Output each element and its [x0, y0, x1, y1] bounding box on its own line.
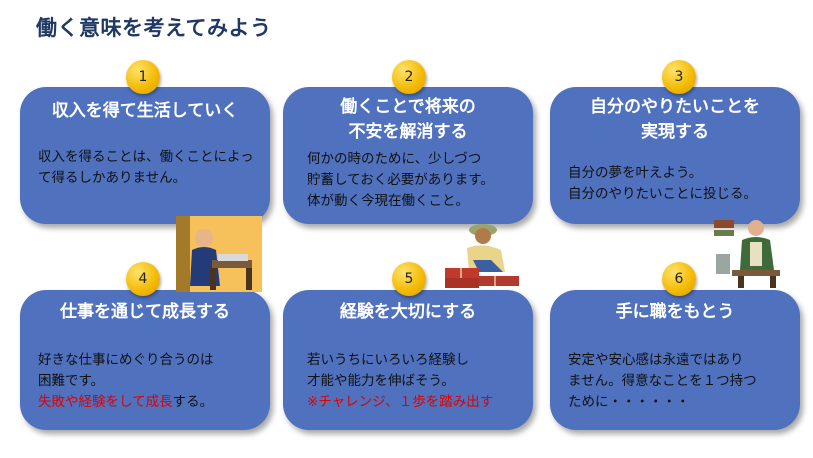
card-body-1: 収入を得ることは、働くことによっ て得るしかありません。: [38, 147, 262, 189]
highlight-suffix: する。: [172, 394, 214, 410]
number-badge-3: 3: [662, 60, 696, 94]
card-line: 自分の夢を叶えよう。: [568, 165, 703, 181]
bricklayer-illustration: [445, 224, 519, 288]
card-1: 収入を得て生活していく 収入を得ることは、働くことによっ て得るしかありません。: [20, 87, 270, 224]
card-body-6: 安定や安心感は永遠ではあり ません。得意なことを１つ持つ ために・・・・・・: [568, 350, 792, 413]
number-badge-6: 6: [662, 262, 696, 296]
number-badge-4: 4: [126, 262, 160, 296]
card-2: 働くことで将来の 不安を解消する 何かの時のために、少しづつ 貯蓄しておく必要が…: [283, 87, 533, 224]
card-title-4: 仕事を通じて成長する: [60, 302, 230, 322]
card-line: ません。得意なことを１つ持つ: [568, 373, 757, 389]
card-line: 貯蓄しておく必要があります。: [307, 172, 494, 188]
card-title-6: 手に職をもとう: [615, 302, 735, 322]
card-line: 安定や安心感は永遠ではあり: [568, 352, 744, 368]
number-badge-2: 2: [392, 60, 426, 94]
card-line-highlight: 失敗や経験をして成長する。: [38, 392, 262, 413]
card-line: 好きな仕事にめぐり合うのは: [38, 352, 214, 368]
card-body-4: 好きな仕事にめぐり合うのは 困難です。 失敗や経験をして成長する。: [38, 350, 262, 413]
card-3: 自分のやりたいことを 実現する 自分の夢を叶えよう。 自分のやりたいことに投じる…: [550, 87, 800, 224]
card-line: 若いうちにいろいろ経験し: [307, 352, 469, 368]
card-title-2: 働くことで将来の 不安を解消する: [340, 97, 476, 142]
card-4: 仕事を通じて成長する 好きな仕事にめぐり合うのは 困難です。 失敗や経験をして成…: [20, 290, 270, 430]
card-body-3: 自分の夢を叶えよう。 自分のやりたいことに投じる。: [568, 163, 792, 205]
card-line: 何かの時のために、少しづつ: [307, 151, 482, 167]
card-title-1: 収入を得て生活していく: [51, 101, 239, 121]
highlight-text: ※チャレンジ、１歩を踏み出す: [307, 394, 494, 410]
card-line: ために・・・・・・: [568, 394, 690, 410]
card-body-5: 若いうちにいろいろ経験し 才能や能力を伸ばそう。 ※チャレンジ、１歩を踏み出す: [307, 350, 525, 413]
craftsman-desk-illustration: [176, 216, 262, 292]
card-body-2: 何かの時のために、少しづつ 貯蓄しておく必要があります。 体が動く今現在働くこと…: [307, 149, 525, 212]
card-line: 自分のやりたいことに投じる。: [568, 186, 757, 202]
card-line: 体が動く今現在働くこと。: [307, 193, 469, 209]
card-5: 経験を大切にする 若いうちにいろいろ経験し 才能や能力を伸ばそう。 ※チャレンジ…: [283, 290, 533, 430]
page-title: 働く意味を考えてみよう: [36, 16, 272, 40]
highlight-text: 失敗や経験をして成長: [38, 394, 173, 410]
card-title-5: 経験を大切にする: [339, 302, 477, 322]
card-title-3: 自分のやりたいことを 実現する: [590, 97, 760, 142]
card-line: 収入を得ることは、働くことによっ: [38, 149, 254, 165]
card-line: 才能や能力を伸ばそう。: [307, 373, 455, 389]
card-line: て得るしかありません。: [38, 170, 187, 186]
card-line: 困難です。: [38, 373, 105, 389]
potter-illustration: [714, 220, 780, 288]
number-badge-1: 1: [126, 60, 160, 94]
card-6: 手に職をもとう 安定や安心感は永遠ではあり ません。得意なことを１つ持つ ために…: [550, 290, 800, 430]
number-badge-5: 5: [392, 262, 426, 296]
